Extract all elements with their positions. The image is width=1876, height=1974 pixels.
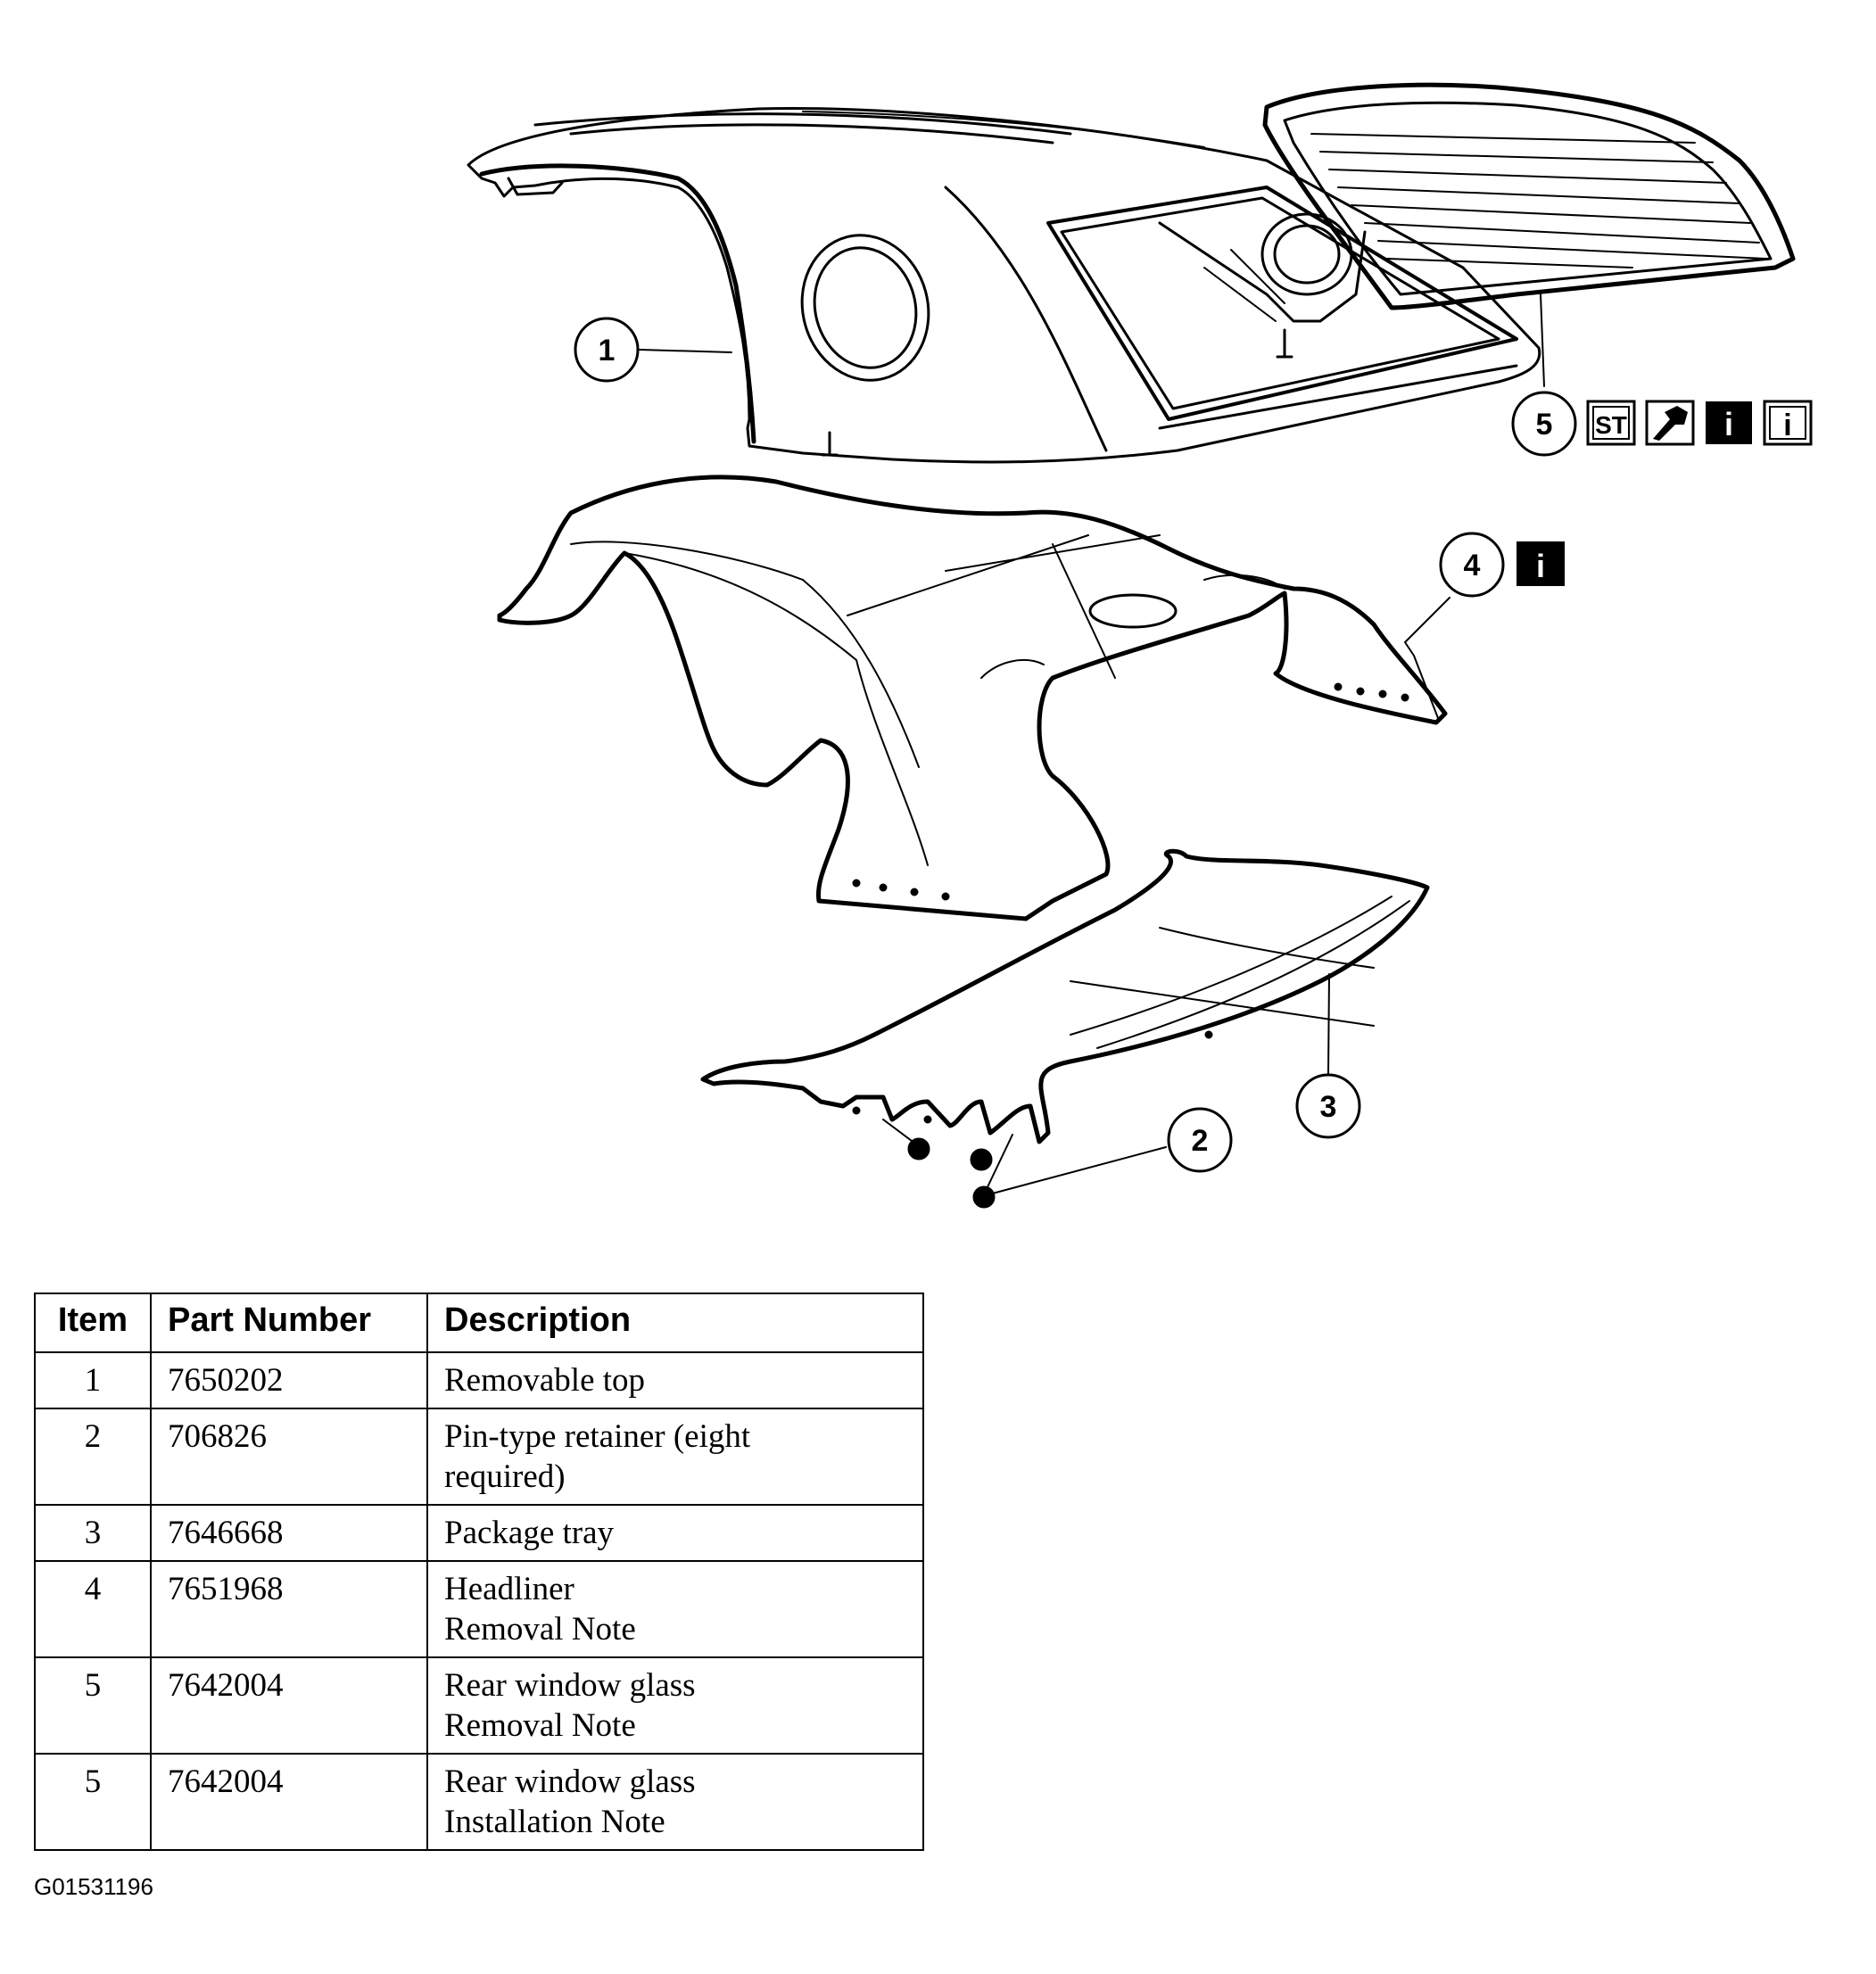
exploded-view-diagram: 1 2 3 4 5 ST i i i (467, 82, 1813, 1209)
svg-text:ST: ST (1595, 411, 1627, 439)
description-line: Rear window glass (444, 1763, 696, 1800)
callout-1: 1 (574, 317, 640, 383)
callout-3: 3 (1295, 1073, 1361, 1139)
svg-text:i: i (1783, 409, 1791, 442)
info-outline-icon: i (1763, 400, 1813, 446)
cell-item: 5 (34, 1656, 152, 1755)
cell-part-number: 706826 (150, 1408, 428, 1506)
description-line: Removal Note (444, 1707, 636, 1744)
svg-text:3: 3 (1320, 1090, 1337, 1124)
cell-part-number: 7642004 (150, 1753, 428, 1851)
pin-retainers-part (907, 1137, 996, 1209)
cell-item: 2 (34, 1408, 152, 1506)
header-description: Description (426, 1293, 924, 1353)
callout-4: 4 (1439, 532, 1505, 598)
description-line: Removable top (444, 1362, 646, 1399)
cell-item: 3 (34, 1504, 152, 1562)
special-tool-icon: ST (1586, 400, 1636, 446)
tool-icon (1645, 400, 1695, 446)
cell-item: 1 (34, 1351, 152, 1409)
description-line: Installation Note (444, 1804, 665, 1840)
cell-part-number: 7651968 (150, 1560, 428, 1658)
svg-text:i: i (1724, 406, 1733, 442)
table-header-row: Item Part Number Description (34, 1293, 924, 1353)
package-tray-part (700, 848, 1430, 1144)
description-line: required) (444, 1458, 566, 1495)
header-part-number: Part Number (150, 1293, 428, 1353)
cell-description: Package tray (426, 1504, 924, 1562)
info-filled-icon: i (1706, 401, 1752, 444)
description-line: Removal Note (444, 1611, 636, 1648)
cell-part-number: 7642004 (150, 1656, 428, 1755)
cell-item: 5 (34, 1753, 152, 1851)
cell-description: Removable top (426, 1351, 924, 1409)
description-line: Headliner (444, 1571, 574, 1607)
description-line: Rear window glass (444, 1667, 696, 1704)
description-line: Pin-type retainer (eight (444, 1418, 751, 1455)
callout-2: 2 (1167, 1107, 1233, 1173)
header-item: Item (34, 1293, 152, 1353)
svg-text:i: i (1536, 548, 1545, 584)
callout-5: 5 (1511, 391, 1577, 457)
cell-part-number: 7650202 (150, 1351, 428, 1409)
info-filled-icon: i (1517, 541, 1565, 586)
cell-item: 4 (34, 1560, 152, 1658)
removable-top-part (467, 107, 1541, 464)
svg-text:4: 4 (1464, 549, 1481, 582)
svg-text:5: 5 (1536, 408, 1553, 442)
svg-text:2: 2 (1192, 1124, 1209, 1158)
svg-text:1: 1 (599, 334, 616, 368)
rear-window-glass-part (1262, 82, 1796, 310)
figure-id: G01531196 (34, 1873, 153, 1900)
cell-part-number: 7646668 (150, 1504, 428, 1562)
description-line: Package tray (444, 1515, 615, 1551)
leader-lines (639, 293, 1545, 1196)
headliner-part (497, 475, 1448, 921)
